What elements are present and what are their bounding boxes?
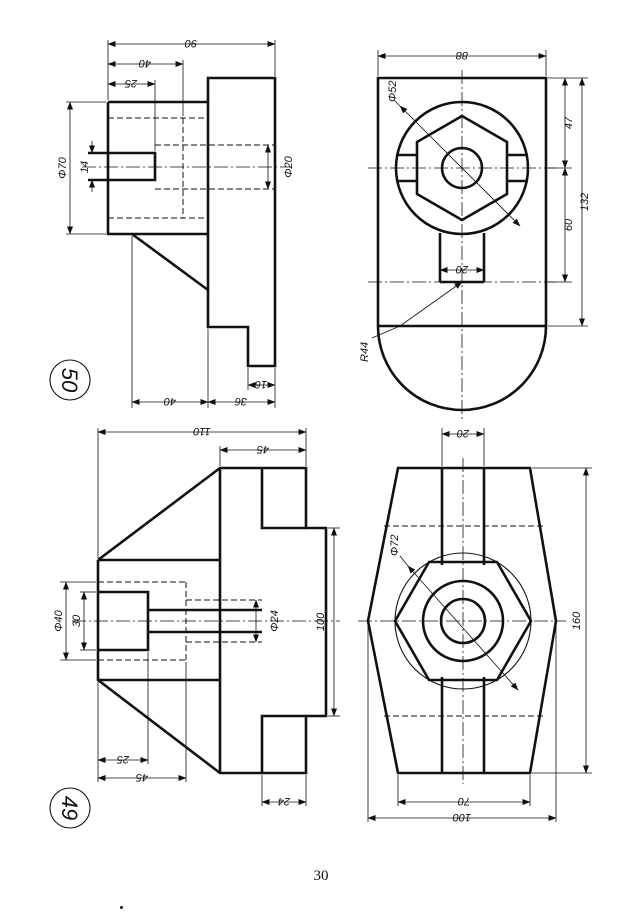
dim-25: 25 [124,77,138,89]
problem-49-number: 49 [57,796,82,820]
problem-50-end-view: 88 Φ52 47 60 132 20 R44 [359,49,591,420]
dim-100: 100 [452,811,471,823]
dim-phi40: Φ40 [53,609,65,631]
dim-25-bottom: 25 [116,753,130,765]
flange-edge [260,714,306,773]
badge-circle [49,359,91,401]
dim-36: 36 [234,395,247,407]
dim-phi72: Φ72 [389,535,401,556]
dim-20: 20 [455,263,469,275]
page-number: 30 [313,868,329,884]
problem-49-side-view: 110 45 Φ40 30 Φ24 100 25 45 24 [53,425,340,807]
dim-45-bottom: 45 [135,771,148,783]
problem-49: 49 [49,425,592,829]
diameter-leader [393,99,401,107]
side-view-slot [88,151,157,182]
dim-110: 110 [192,425,210,437]
dim-70: 70 [457,795,470,807]
end-view-outline [376,76,548,412]
diameter-leader [399,555,409,567]
flange-edge [260,468,306,530]
dim-90: 90 [184,37,197,49]
side-view-outline [106,76,277,368]
dim-40: 40 [138,57,151,69]
side-view-outline [96,466,328,775]
dim-40-bottom: 40 [163,395,176,407]
problem-50: 50 [49,37,591,420]
dim-47: 47 [563,116,575,129]
problem-50-badge: 50 [49,359,91,401]
dim-16: 16 [254,378,267,390]
dim-r44: R44 [359,342,371,362]
diameter-leader [399,105,521,227]
dim-30: 30 [71,614,83,627]
dim-phi20: Φ20 [283,155,295,177]
dim-100: 100 [315,612,327,631]
badge-circle [49,787,91,829]
dim-phi70: Φ70 [57,156,69,178]
dim-20: 20 [456,427,470,439]
problem-50-side-view: 90 40 25 Φ70 14 Φ20 40 36 16 [57,37,295,408]
stray-dot [120,906,123,909]
dim-160: 160 [571,611,583,630]
diameter-leader [407,565,519,691]
problem-49-badge: 49 [49,787,91,829]
problem-49-end-view: 20 Φ72 160 70 100 [358,427,592,823]
dim-14: 14 [79,161,91,173]
dim-60: 60 [563,218,575,231]
dim-132: 132 [579,193,591,211]
dim-88: 88 [455,49,468,61]
radius-leader [371,325,401,339]
dim-phi24: Φ24 [269,610,281,631]
dim-45: 45 [256,443,269,455]
dim-phi52: Φ52 [387,81,399,102]
problem-50-number: 50 [57,368,82,393]
dim-24: 24 [278,795,291,807]
radius-leader [399,281,463,327]
